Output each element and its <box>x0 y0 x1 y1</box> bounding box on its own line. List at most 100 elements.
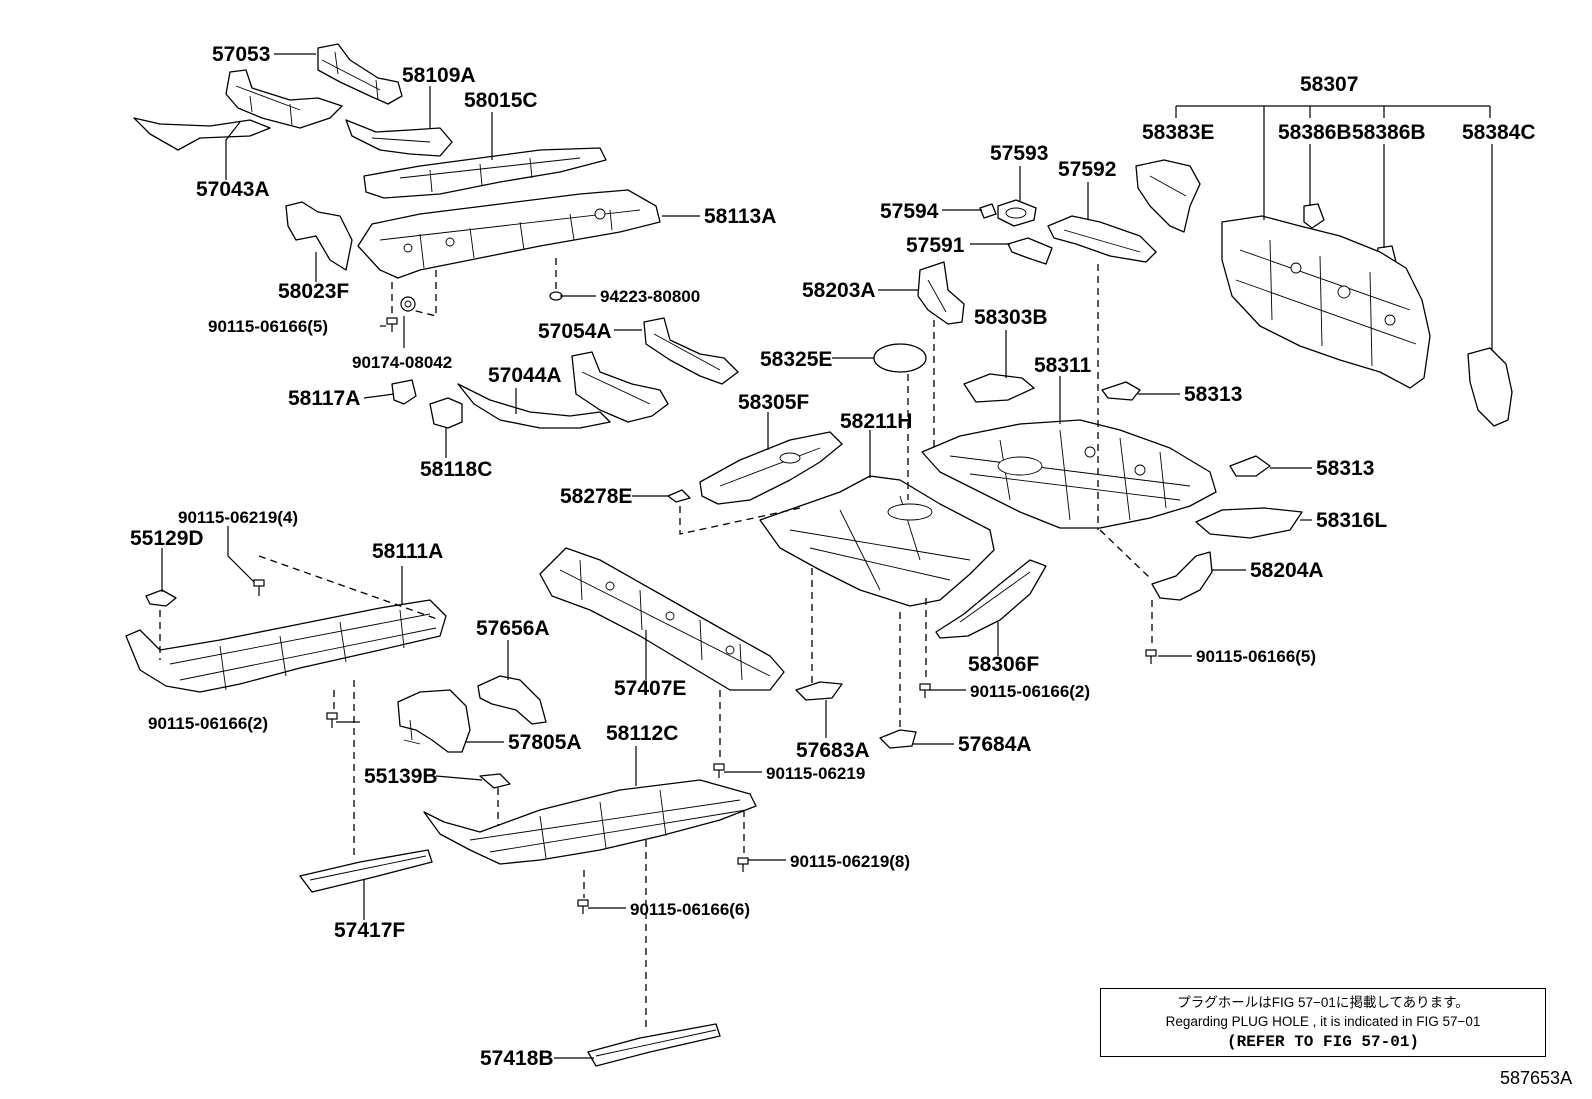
bolt-90115-06219 <box>713 763 725 778</box>
bolt-90115-06219-8 <box>737 857 749 872</box>
label-57418B: 57418B <box>480 1047 554 1070</box>
part-58117A <box>391 379 417 405</box>
label-90115-06166-6: 90115-06166(6) <box>630 900 750 919</box>
figure-number: 587653A <box>1500 1068 1573 1088</box>
label-57593: 57593 <box>990 142 1048 165</box>
label-58109A: 58109A <box>402 64 476 87</box>
label-58313-upper: 58313 <box>1184 383 1242 406</box>
part-58305F <box>699 431 843 505</box>
label-58015C: 58015C <box>464 89 538 112</box>
label-58112C: 58112C <box>606 722 678 745</box>
label-58117A: 58117A <box>288 387 360 410</box>
label-90115-06166-5a: 90115-06166(5) <box>208 317 328 336</box>
label-57053: 57053 <box>212 43 270 66</box>
label-90115-06219: 90115-06219 <box>766 764 865 783</box>
part-58306F <box>935 559 1047 639</box>
part-58211H <box>759 475 995 607</box>
part-58316L <box>1195 507 1303 539</box>
part-57044A <box>457 351 669 429</box>
part-58325E <box>873 343 927 373</box>
label-57591: 57591 <box>906 234 965 257</box>
bolt-90115-06166-2a <box>326 712 338 728</box>
label-58113A: 58113A <box>704 205 776 228</box>
label-57656A: 57656A <box>476 617 550 640</box>
label-57044A: 57044A <box>488 364 562 387</box>
part-58023F <box>285 201 353 271</box>
part-57593 <box>997 199 1037 227</box>
part-58111A <box>125 599 447 693</box>
label-90115-06219-8: 90115-06219(8) <box>790 852 910 871</box>
note-english: Regarding PLUG HOLE , it is indicated in… <box>1165 1014 1481 1029</box>
label-58305F: 58305F <box>738 391 809 414</box>
label-90115-06166-2b: 90115-06166(2) <box>970 682 1090 701</box>
part-57684A <box>879 729 917 749</box>
part-58383E <box>1135 159 1201 233</box>
part-55129D <box>145 589 177 607</box>
label-57805A: 57805A <box>508 731 582 754</box>
label-57594: 57594 <box>880 200 939 223</box>
part-58386B-left <box>1303 203 1325 229</box>
alignment-lines <box>159 258 1153 1030</box>
part-58313-upper <box>1101 381 1141 401</box>
label-90115-06166-5b: 90115-06166(5) <box>1196 647 1316 666</box>
label-57417F: 57417F <box>334 919 405 942</box>
part-57656A <box>477 675 547 725</box>
part-57683A <box>795 681 843 701</box>
part-58203A <box>917 261 965 325</box>
part-57407E <box>539 547 785 691</box>
part-58384C <box>1467 347 1513 427</box>
label-58325E: 58325E <box>760 348 832 371</box>
label-58111A: 58111A <box>372 540 443 563</box>
part-57805A <box>397 689 471 753</box>
part-58313-lower <box>1229 455 1271 477</box>
label-57054A: 57054A <box>538 320 612 343</box>
part-55139B <box>479 773 511 789</box>
part-57418B <box>587 1023 721 1067</box>
label-58278E: 58278E <box>560 485 632 508</box>
label-57592: 57592 <box>1058 158 1116 181</box>
label-57407E: 57407E <box>614 677 686 700</box>
part-90174-08042 <box>400 296 416 312</box>
label-90174-08042: 90174-08042 <box>352 353 452 372</box>
label-58316L: 58316L <box>1316 509 1387 532</box>
label-58023F: 58023F <box>278 280 349 303</box>
plug-hole-note: プラグホールはFIG 57−01に掲載してあります。 Regarding PLU… <box>1100 988 1546 1057</box>
note-reference: (REFER TO FIG 57-01) <box>1226 1033 1420 1051</box>
part-58112C <box>423 779 757 865</box>
note-japanese: プラグホールはFIG 57−01に掲載してあります。 <box>1177 995 1469 1010</box>
label-94223-80800: 94223-80800 <box>600 287 700 306</box>
bolt-90115-06219-4 <box>253 579 265 596</box>
bolt-90115-06166-6 <box>577 899 589 914</box>
label-58203A: 58203A <box>802 279 876 302</box>
label-58307: 58307 <box>1300 73 1358 96</box>
bolt-90115-06166-5a <box>386 317 398 332</box>
label-55139B: 55139B <box>364 765 438 788</box>
label-57684A: 57684A <box>958 733 1032 756</box>
label-90115-06166-2a: 90115-06166(2) <box>148 714 268 733</box>
label-58303B: 58303B <box>974 306 1048 329</box>
part-58307 <box>1221 215 1431 389</box>
part-labels: 57053 58109A 58015C 57043A 58113A 58023F… <box>130 43 1536 1070</box>
label-58211H: 58211H <box>840 410 912 433</box>
part-58278E <box>667 489 691 503</box>
label-58306F: 58306F <box>968 653 1039 676</box>
part-58113A <box>357 189 661 279</box>
label-57043A: 57043A <box>196 178 270 201</box>
label-58383E: 58383E <box>1142 121 1214 144</box>
label-58118C: 58118C <box>420 458 492 481</box>
label-58313-lower: 58313 <box>1316 457 1374 480</box>
part-58118C <box>429 397 463 429</box>
part-57591 <box>1007 237 1053 265</box>
bolt-90115-06166-2b <box>919 683 931 698</box>
part-58204A <box>1151 551 1213 601</box>
label-58311: 58311 <box>1034 354 1092 377</box>
part-57043A <box>133 69 343 151</box>
label-90115-06219-4: 90115-06219(4) <box>178 508 298 527</box>
label-55129D: 55129D <box>130 527 204 550</box>
leader-lines <box>161 53 1493 1059</box>
part-57592 <box>1047 215 1157 263</box>
bolt-90115-06166-5b <box>1145 649 1157 664</box>
label-58386B-left: 58386B <box>1278 121 1352 144</box>
part-57054A <box>643 317 739 385</box>
